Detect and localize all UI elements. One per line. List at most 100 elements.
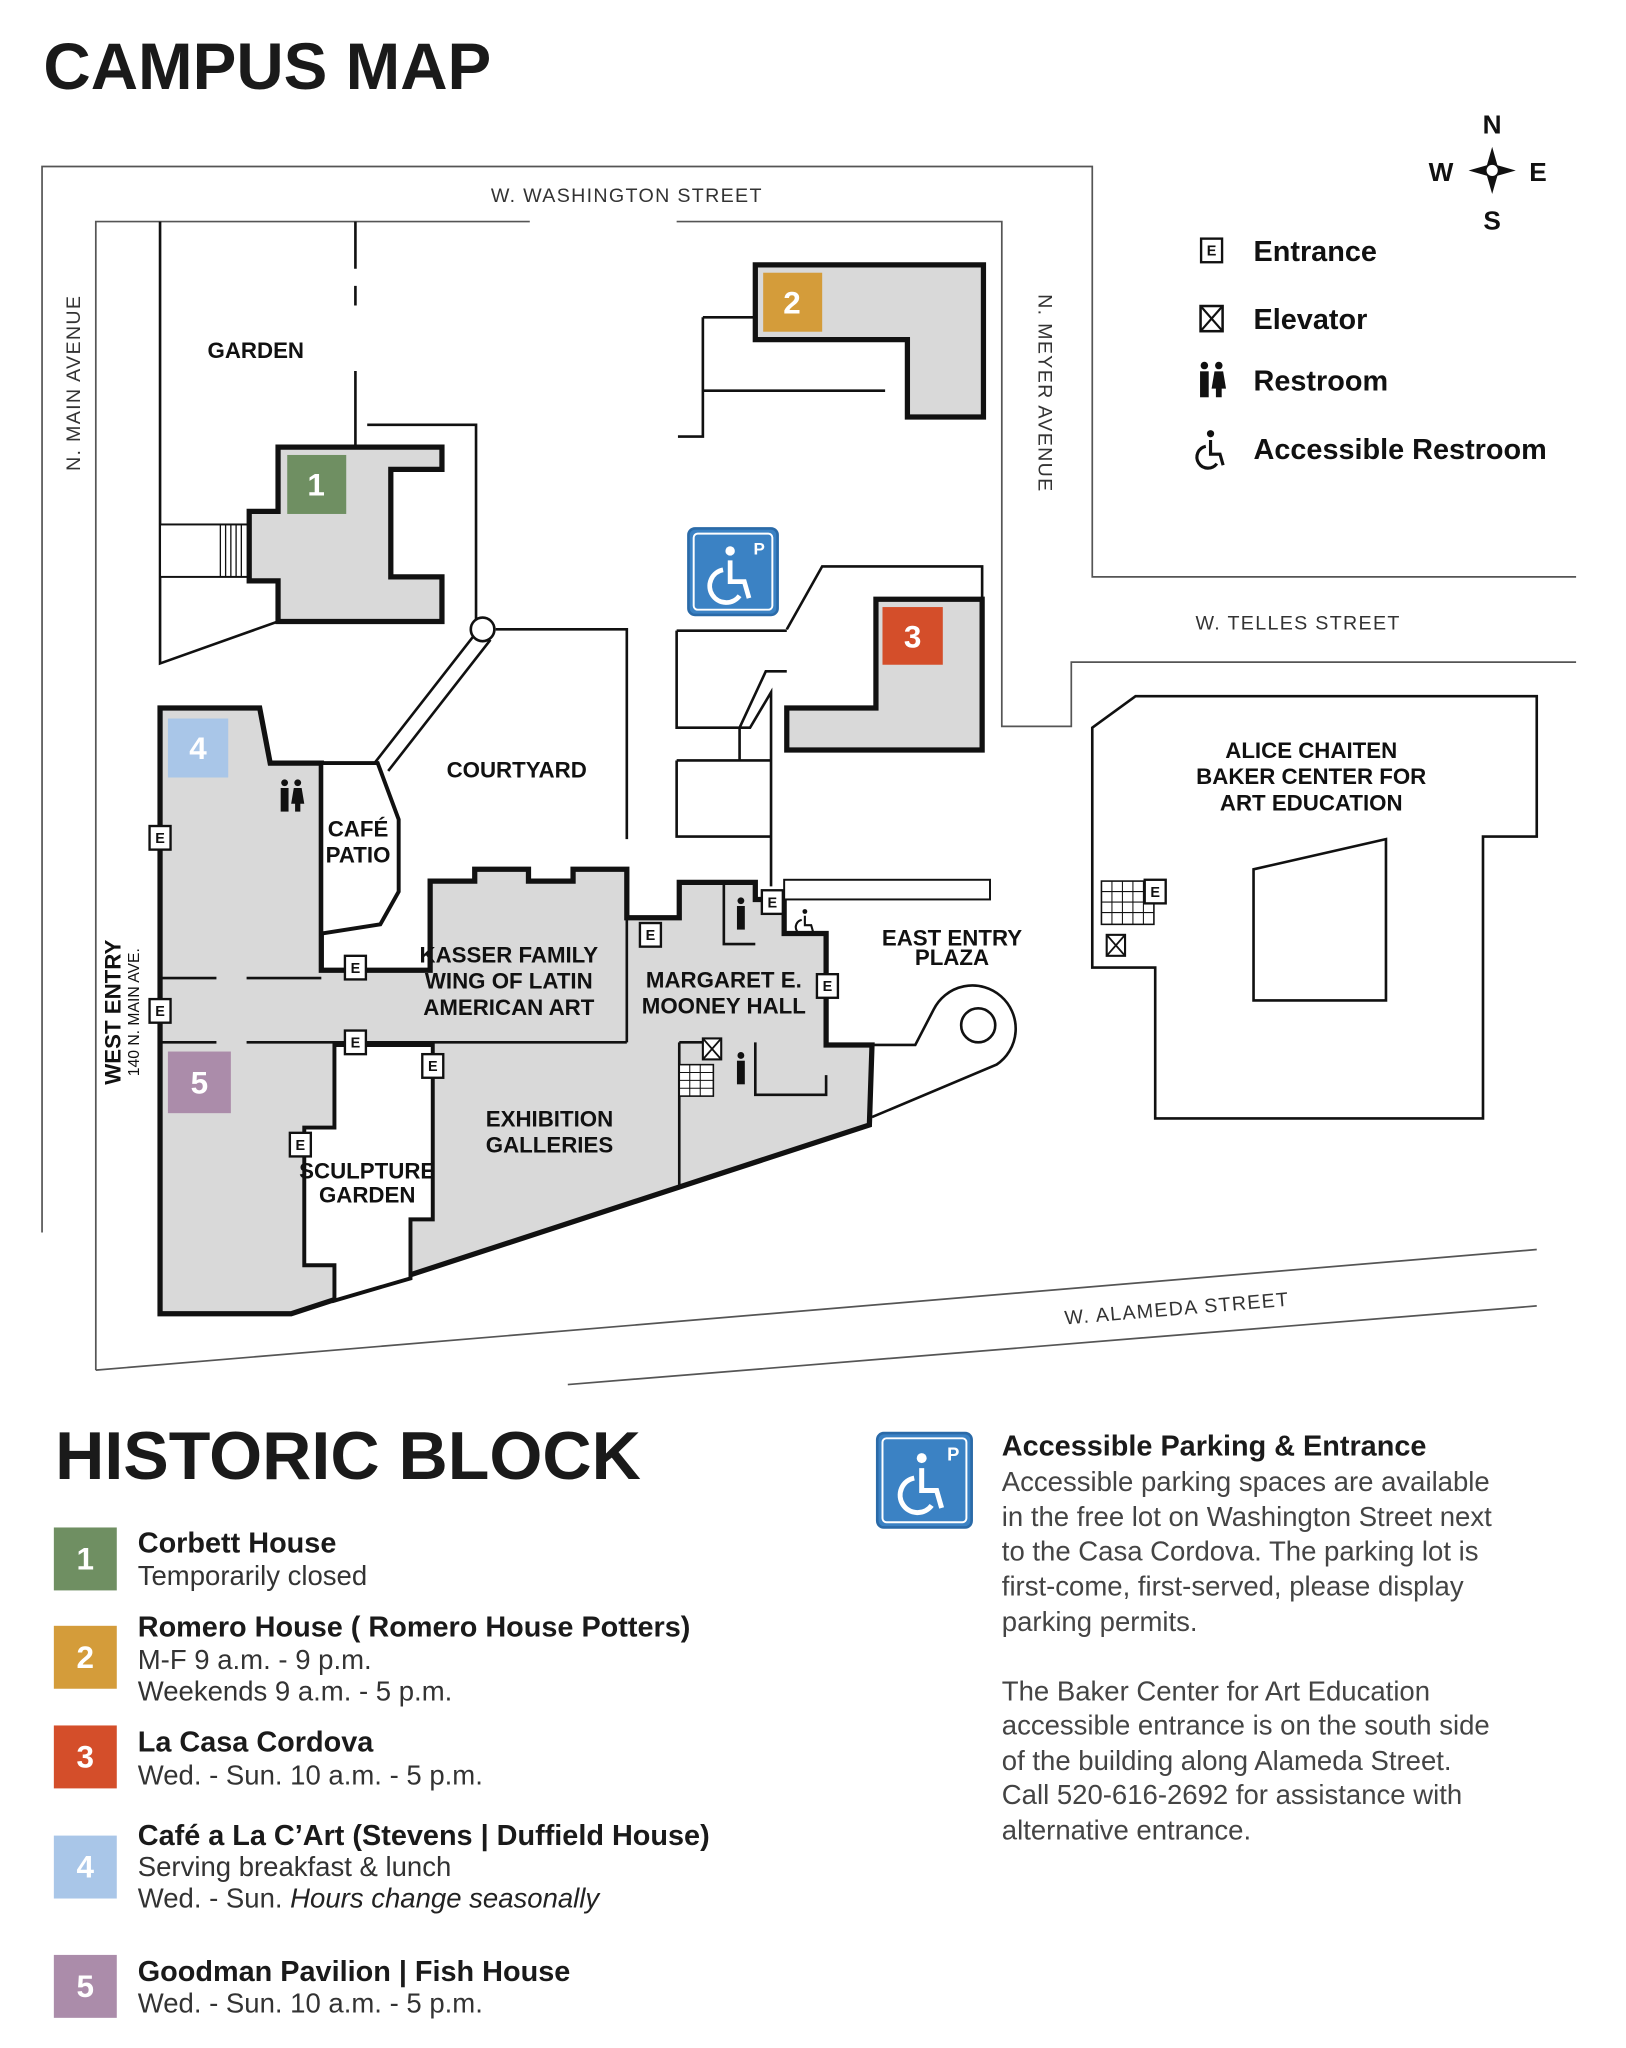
historic-list: 1 Corbett House Temporarily closed 2 Rom… xyxy=(53,1527,710,2019)
svg-text:Café a La C’Art (Stevens | Duf: Café a La C’Art (Stevens | Duffield Hous… xyxy=(138,1820,710,1852)
entrance-icon: E xyxy=(760,889,785,916)
page-title: CAMPUS MAP xyxy=(43,30,491,103)
svg-text:2: 2 xyxy=(783,285,801,320)
baker-center-building xyxy=(1090,694,1539,1120)
restroom-icon xyxy=(736,897,745,930)
label-mooney-hall: MARGARET E. xyxy=(646,967,802,992)
legend-entrance: Entrance xyxy=(1254,236,1377,268)
list-item-goodman: 5 Goodman Pavilion | Fish House Wed. - S… xyxy=(53,1954,570,2019)
svg-text:E: E xyxy=(155,1004,165,1020)
svg-text:Wed. - Sun. 10 a.m. - 5 p.m.: Wed. - Sun. 10 a.m. - 5 p.m. xyxy=(138,1988,483,2019)
svg-text:5: 5 xyxy=(191,1065,209,1100)
stairs xyxy=(159,523,251,578)
parking-heading: Accessible Parking & Entrance xyxy=(1002,1430,1427,1462)
badge-4[interactable]: 4 xyxy=(167,718,229,778)
entrance-icon: E xyxy=(148,824,172,851)
label-kasser-wing: KASSER FAMILY xyxy=(420,942,599,967)
restroom-icon xyxy=(736,1052,745,1085)
label-west-entry: WEST ENTRY xyxy=(101,939,126,1084)
svg-text:PATIO: PATIO xyxy=(326,843,391,868)
svg-text:E: E xyxy=(646,928,656,944)
svg-text:AMERICAN ART: AMERICAN ART xyxy=(423,995,595,1020)
svg-text:P: P xyxy=(754,540,765,559)
svg-text:accessible entrance is on the: accessible entrance is on the south side xyxy=(1002,1710,1490,1741)
badge-3[interactable]: 3 xyxy=(882,607,943,665)
entrance-icon: E xyxy=(343,954,368,981)
svg-text:MOONEY HALL: MOONEY HALL xyxy=(642,994,806,1019)
legend-elevator: Elevator xyxy=(1254,304,1368,336)
svg-text:GARDEN: GARDEN xyxy=(319,1182,416,1207)
svg-text:La Casa Cordova: La Casa Cordova xyxy=(138,1727,374,1759)
entrance-icon: E xyxy=(1143,878,1167,905)
elevator-icon xyxy=(1105,933,1127,957)
entrance-icon: E xyxy=(1199,237,1224,264)
svg-text:4: 4 xyxy=(189,731,207,766)
badge-5[interactable]: 5 xyxy=(167,1051,231,1114)
map-legend: E Entrance Elevator Restroom Accessible … xyxy=(1195,236,1547,470)
map-area-labels: GARDEN COURTYARD CAFÉ PATIO KASSER FAMIL… xyxy=(101,338,1427,1207)
svg-text:ART EDUCATION: ART EDUCATION xyxy=(1220,790,1403,815)
entrance-icon: E xyxy=(421,1052,445,1079)
elevator-icon xyxy=(701,1037,723,1061)
label-east-entry: EAST ENTRY xyxy=(882,925,1022,950)
street-meyer: N. MEYER AVENUE xyxy=(1034,294,1056,492)
historic-block-title: HISTORIC BLOCK xyxy=(55,1418,641,1494)
street-washington: W. WASHINGTON STREET xyxy=(491,185,763,207)
svg-text:Serving breakfast & lunch: Serving breakfast & lunch xyxy=(138,1851,452,1882)
label-baker-center: ALICE CHAITEN xyxy=(1225,738,1397,763)
entrance-icon: E xyxy=(638,921,663,948)
svg-text:E: E xyxy=(768,895,778,911)
street-telles: W. TELLES STREET xyxy=(1196,612,1401,634)
compass-west: W xyxy=(1429,157,1454,187)
svg-text:1: 1 xyxy=(77,1541,95,1576)
svg-text:1: 1 xyxy=(307,468,325,503)
svg-text:Call 520-616-2692 for assistan: Call 520-616-2692 for assistance with xyxy=(1002,1779,1462,1810)
svg-text:alternative entrance.: alternative entrance. xyxy=(1002,1815,1251,1846)
svg-text:3: 3 xyxy=(77,1739,95,1774)
accessible-restroom-icon xyxy=(1195,428,1225,470)
list-item-cafe: 4 Café a La C’Art (Stevens | Duffield Ho… xyxy=(53,1820,710,1914)
svg-text:E: E xyxy=(428,1059,438,1075)
svg-text:Wed. - Sun. Hours change seaso: Wed. - Sun. Hours change seasonally xyxy=(138,1883,602,1914)
svg-text:WING OF LATIN: WING OF LATIN xyxy=(425,969,593,994)
accessible-parking-icon: P xyxy=(875,1431,973,1529)
svg-text:E: E xyxy=(1207,244,1217,260)
sculpture-garden-area xyxy=(302,1043,435,1304)
svg-text:E: E xyxy=(823,979,833,995)
svg-text:E: E xyxy=(155,831,165,847)
svg-text:of the building along Alameda: of the building along Alameda Street. xyxy=(1002,1745,1452,1776)
svg-text:E: E xyxy=(1150,885,1160,901)
accessible-parking-info: P Accessible Parking & Entrance Accessib… xyxy=(875,1430,1492,1846)
legend-accessible-restroom: Accessible Restroom xyxy=(1254,434,1547,466)
svg-text:Corbett House: Corbett House xyxy=(138,1527,337,1559)
svg-text:parking permits.: parking permits. xyxy=(1002,1606,1198,1637)
svg-text:Accessible parking spaces are: Accessible parking spaces are available xyxy=(1002,1466,1490,1497)
svg-text:The Baker Center for Art Educa: The Baker Center for Art Education xyxy=(1002,1676,1430,1707)
svg-text:PLAZA: PLAZA xyxy=(915,945,989,970)
badge-2[interactable]: 2 xyxy=(763,272,823,332)
svg-text:E: E xyxy=(351,961,361,977)
svg-text:Wed. - Sun. 10 a.m. - 5 p.m.: Wed. - Sun. 10 a.m. - 5 p.m. xyxy=(138,1759,483,1790)
label-exhibition: EXHIBITION xyxy=(486,1106,613,1131)
svg-text:5: 5 xyxy=(77,1969,95,2004)
accessible-parking-icon[interactable]: P xyxy=(687,527,779,617)
elevator-icon xyxy=(1199,304,1224,333)
svg-text:Temporarily closed: Temporarily closed xyxy=(138,1560,367,1591)
compass-east: E xyxy=(1529,157,1547,187)
stairs xyxy=(678,1063,715,1097)
accessible-restroom-icon xyxy=(794,908,815,936)
label-sculpture-garden: SCULPTURE xyxy=(299,1159,435,1184)
label-west-entry-address: 140 N. MAIN AVE. xyxy=(126,948,143,1076)
compass-north: N xyxy=(1483,110,1502,140)
badge-1[interactable]: 1 xyxy=(287,454,347,514)
list-item-corbett: 1 Corbett House Temporarily closed xyxy=(53,1527,367,1591)
restroom-icon xyxy=(1200,361,1227,398)
street-main: N. MAIN AVENUE xyxy=(63,295,85,471)
entrance-markers: E E E E E E E E E E xyxy=(148,779,1167,1158)
label-garden: GARDEN xyxy=(208,338,305,363)
compass-rose: N W E S xyxy=(1429,110,1547,236)
svg-text:2: 2 xyxy=(77,1640,95,1675)
compass-star-icon xyxy=(1468,146,1516,195)
svg-text:BAKER CENTER FOR: BAKER CENTER FOR xyxy=(1196,764,1426,789)
